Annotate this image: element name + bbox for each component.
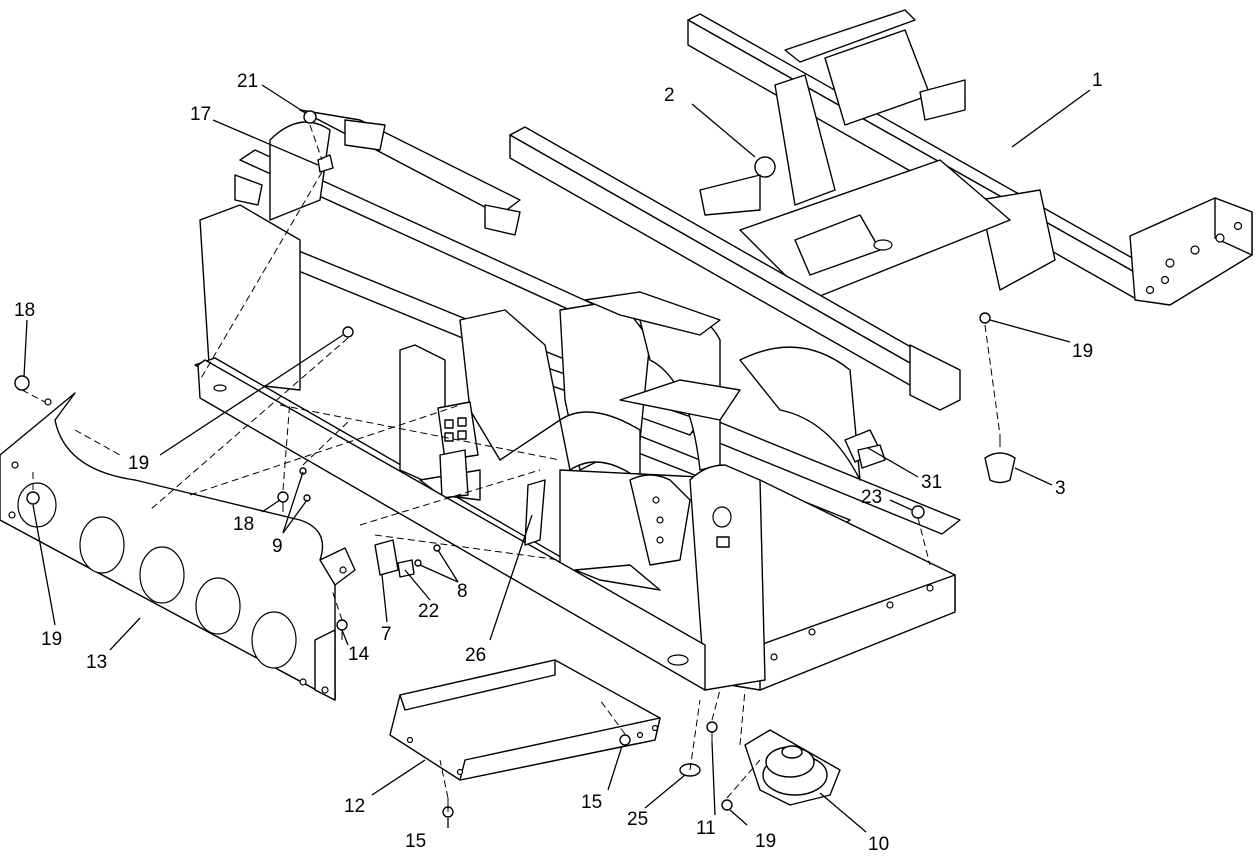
callout-18-left: 18 (14, 300, 35, 321)
callout-11: 11 (696, 818, 716, 839)
callout-19-right: 19 (1072, 341, 1093, 362)
callout-19-left: 19 (128, 453, 149, 474)
callout-25: 25 (627, 809, 648, 830)
bottom-shield (389, 659, 661, 781)
knob (699, 156, 776, 216)
callout-1: 1 (1092, 70, 1103, 91)
callout-13: 13 (86, 652, 107, 673)
callout-15-bottom: 15 (405, 831, 426, 852)
callout-10: 10 (868, 834, 889, 855)
assembly-lines (21, 124, 1001, 799)
callout-14: 14 (348, 644, 370, 665)
callout-17: 17 (190, 104, 211, 125)
callout-15-shield: 15 (581, 792, 602, 813)
callout-31: 31 (921, 472, 942, 493)
callout-9: 9 (272, 536, 283, 557)
switch-assembly (844, 429, 886, 469)
callout-19-horn: 19 (755, 831, 776, 852)
callout-7: 7 (381, 624, 392, 645)
callout-3: 3 (1055, 478, 1066, 499)
front-beam (197, 359, 706, 691)
center-rail (509, 126, 961, 411)
callout-18-center: 18 (233, 514, 254, 535)
right-post (629, 464, 766, 691)
callouts: 1 2 3 7 8 9 10 11 12 13 14 15 15 17 18 1… (14, 70, 1103, 855)
leader-lines (23, 84, 1091, 833)
front-bumper (0, 392, 356, 701)
hardware (14, 110, 991, 818)
callout-8: 8 (457, 581, 468, 602)
horn (744, 729, 841, 806)
callout-2: 2 (664, 85, 675, 106)
control-module (437, 401, 479, 499)
callout-19-bumper: 19 (41, 629, 62, 650)
callout-21: 21 (237, 71, 258, 92)
callout-26: 26 (465, 645, 486, 666)
callout-23: 23 (861, 487, 882, 508)
callout-12: 12 (344, 796, 365, 817)
callout-22: 22 (418, 601, 439, 622)
rear-frame-assembly (687, 9, 1253, 306)
bumper-stop (984, 435, 1016, 484)
